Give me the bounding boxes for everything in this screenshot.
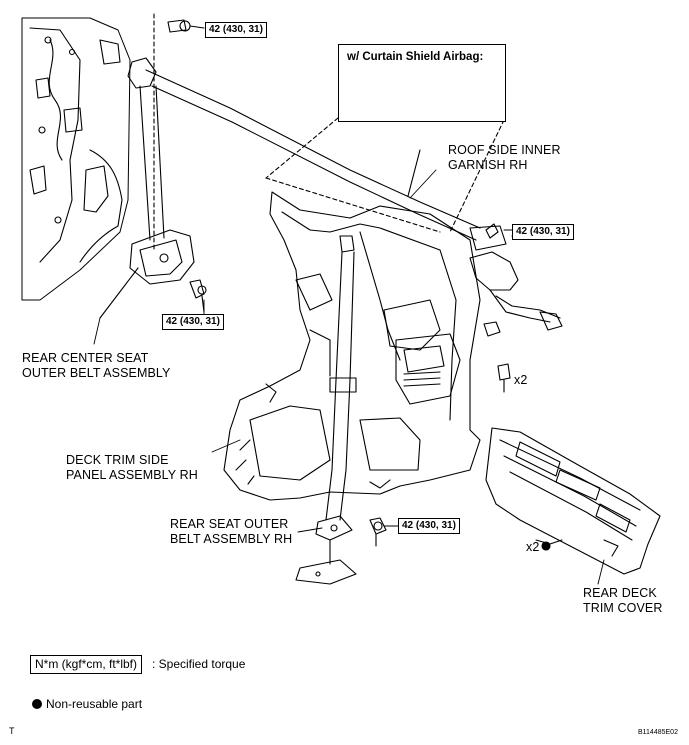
label-roof-garnish-line2: GARNISH RH [448, 158, 528, 172]
nonreusable-dot-icon [32, 699, 42, 709]
label-deck-trim-side-panel: DECK TRIM SIDE PANEL ASSEMBLY RH [66, 453, 198, 483]
torque-box-right: 42 (430, 31) [512, 224, 574, 240]
legend-nonreusable: Non-reusable part [46, 697, 143, 711]
qty-deck-clips: x2 [526, 540, 540, 554]
top-bolt [153, 13, 205, 251]
deck-trim-side-panel [223, 191, 481, 501]
legend-torque-desc: : Specified torque [152, 657, 246, 671]
torque-box-top: 42 (430, 31) [205, 22, 267, 38]
qty-panel-bolts: x2 [514, 373, 528, 387]
label-rear-center-seat-outer-belt: REAR CENTER SEAT OUTER BELT ASSEMBLY [22, 351, 170, 381]
vehicle-body-pillar [21, 17, 131, 301]
label-deck-cover-line1: REAR DECK [583, 586, 657, 600]
label-rear-outer-line2: BELT ASSEMBLY RH [170, 532, 293, 546]
label-rear-center-line1: REAR CENTER SEAT [22, 351, 149, 365]
label-roof-garnish-line1: ROOF SIDE INNER [448, 143, 561, 157]
curtain-airbag-callout: w/ Curtain Shield Airbag: [338, 44, 506, 122]
label-rear-center-line2: OUTER BELT ASSEMBLY [22, 366, 171, 380]
torque-box-bottom: 42 (430, 31) [398, 518, 460, 534]
label-rear-outer-line1: REAR SEAT OUTER [170, 517, 289, 531]
label-rear-seat-outer-belt: REAR SEAT OUTER BELT ASSEMBLY RH [170, 517, 292, 547]
rear-center-seat-belt [99, 57, 481, 319]
callout-title: w/ Curtain Shield Airbag: [347, 51, 484, 63]
corner-mark: T [9, 726, 15, 736]
label-deck-cover-line2: TRIM COVER [583, 601, 663, 615]
label-rear-deck-trim-cover: REAR DECK TRIM COVER [583, 586, 662, 616]
legend-torque-unit: N*m (kgf*cm, ft*lbf) [30, 655, 143, 674]
label-deck-panel-line1: DECK TRIM SIDE [66, 453, 169, 467]
label-roof-side-inner-garnish: ROOF SIDE INNER GARNISH RH [448, 143, 561, 173]
figure-code: B114485E02 [638, 729, 678, 736]
bottom-bolt [369, 517, 387, 547]
roof-garnish-anchor [407, 149, 563, 331]
rear-seat-outer-belt [295, 235, 357, 585]
deck-clip [541, 539, 563, 551]
panel-bolts [483, 321, 511, 393]
rear-deck-trim-cover [485, 427, 661, 575]
label-deck-panel-line2: PANEL ASSEMBLY RH [66, 468, 198, 482]
torque-box-left: 42 (430, 31) [162, 314, 224, 330]
leader-lines [93, 169, 605, 585]
